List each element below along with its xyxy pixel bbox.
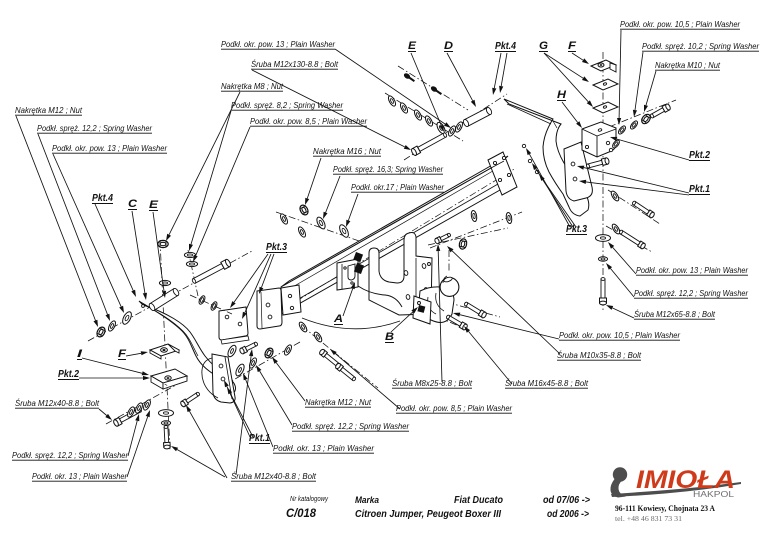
svg-text:Śruba M12x130-8.8 ; Bolt: Śruba M12x130-8.8 ; Bolt (251, 58, 339, 69)
svg-text:Śruba M10x35-8.8 ; Bolt: Śruba M10x35-8.8 ; Bolt (557, 349, 642, 360)
svg-text:E: E (149, 199, 159, 211)
svg-text:I: I (77, 348, 84, 360)
svg-text:IMIOŁA: IMIOŁA (636, 466, 735, 494)
svg-text:96-111 Kowiesy, Chojnata 23 A: 96-111 Kowiesy, Chojnata 23 A (615, 504, 715, 513)
svg-text:Podkł. okr. pow. 8,5 ; Plain W: Podkł. okr. pow. 8,5 ; Plain Washer (250, 116, 368, 126)
svg-text:Nakrętka M16 ; Nut: Nakrętka M16 ; Nut (313, 146, 382, 156)
svg-text:F: F (118, 348, 126, 360)
svg-text:Śruba M12x65-8.8 ; Bolt: Śruba M12x65-8.8 ; Bolt (634, 308, 716, 319)
svg-text:tel. +48 46 831 73 31: tel. +48 46 831 73 31 (615, 515, 682, 523)
svg-text:Podkł. spręż. 12,2 ; Spring Wa: Podkł. spręż. 12,2 ; Spring Washer (634, 288, 749, 298)
svg-text:Podkł. okr. pow. 8,5 ; Plain W: Podkł. okr. pow. 8,5 ; Plain Washer (396, 403, 513, 413)
svg-text:Podkł. spręż. 12,2 ; Spring Wa: Podkł. spręż. 12,2 ; Spring Washer (292, 421, 410, 431)
svg-text:Podkł. spręż. 12,2 ; Spring Wa: Podkł. spręż. 12,2 ; Spring Washer (12, 450, 129, 460)
svg-text:Nakrętka M12 ; Nut: Nakrętka M12 ; Nut (15, 105, 83, 115)
svg-text:C: C (128, 198, 138, 210)
svg-text:Podkł. spręż. 10,2 ; Spring Wa: Podkł. spręż. 10,2 ; Spring Washer (642, 41, 760, 51)
svg-text:Podkł. spręż. 16,3; Spring Was: Podkł. spręż. 16,3; Spring Washer (333, 164, 444, 174)
svg-text:Marka: Marka (355, 495, 379, 506)
svg-text:Nakrętka M10 ; Nut: Nakrętka M10 ; Nut (655, 60, 721, 70)
svg-text:Pkt.4: Pkt.4 (495, 40, 516, 52)
svg-text:H: H (557, 89, 567, 101)
svg-text:A: A (333, 313, 343, 325)
svg-text:od 07/06 ->: od 07/06 -> (543, 495, 590, 506)
svg-text:Nakrętka M12 ; Nut: Nakrętka M12 ; Nut (305, 397, 372, 407)
svg-text:Podkł. okr. pow. 10,5 ; Plain: Podkł. okr. pow. 10,5 ; Plain Washer (620, 19, 741, 29)
svg-text:HAKPOL: HAKPOL (693, 489, 734, 499)
svg-text:Podkł. spręż. 12,2 ; Spring Wa: Podkł. spręż. 12,2 ; Spring Washer (37, 123, 153, 133)
svg-text:G: G (539, 40, 548, 52)
svg-text:Fiat Ducato: Fiat Ducato (454, 495, 503, 506)
svg-text:Podkł. okr. 13 ; Plain Washer: Podkł. okr. 13 ; Plain Washer (32, 471, 128, 481)
svg-text:Podkł. okr. pow. 13 ; Plain Wa: Podkł. okr. pow. 13 ; Plain Washer (52, 143, 168, 153)
svg-text:Podkł. okr. 13 ; Plain Washer: Podkł. okr. 13 ; Plain Washer (273, 443, 375, 453)
svg-text:Nr katalogowy: Nr katalogowy (290, 496, 328, 503)
svg-text:Pkt.3: Pkt.3 (566, 223, 587, 235)
svg-text:Pkt.2: Pkt.2 (58, 368, 79, 380)
svg-text:Śruba M16x45-8.8 ; Bolt: Śruba M16x45-8.8 ; Bolt (505, 377, 589, 388)
svg-text:Podkł. okr. pow. 10,5 ; Plain: Podkł. okr. pow. 10,5 ; Plain Washer (559, 330, 681, 340)
svg-text:Podkł. okr.17 ; Plain Washer: Podkł. okr.17 ; Plain Washer (351, 182, 445, 192)
svg-text:Śruba M12x40-8.8 ; Bolt: Śruba M12x40-8.8 ; Bolt (231, 470, 317, 481)
svg-text:Pkt.1: Pkt.1 (689, 183, 710, 195)
svg-text:Podkł. spręż. 8,2 ; Spring Was: Podkł. spręż. 8,2 ; Spring Washer (231, 100, 344, 110)
svg-text:Pkt.3: Pkt.3 (266, 241, 287, 253)
svg-text:C/018: C/018 (286, 508, 317, 520)
svg-text:Śruba M12x40-8.8 ; Bolt: Śruba M12x40-8.8 ; Bolt (15, 397, 100, 408)
svg-text:od 2006 ->: od 2006 -> (547, 509, 589, 520)
svg-text:Nakrętka M8 ; Nut: Nakrętka M8 ; Nut (221, 81, 284, 91)
svg-text:Śruba M8x25-8.8 ; Bolt: Śruba M8x25-8.8 ; Bolt (392, 377, 473, 388)
svg-text:D: D (444, 40, 453, 52)
svg-text:Podkł. okr. pow. 13 ; Plain Wa: Podkł. okr. pow. 13 ; Plain Washer (221, 39, 336, 49)
svg-text:Podkł. okr. pow. 13 ; Plain Wa: Podkł. okr. pow. 13 ; Plain Washer (636, 265, 749, 275)
svg-text:Citroen Jumper, Peugeot Boxer: Citroen Jumper, Peugeot Boxer III (355, 509, 501, 520)
svg-text:F: F (568, 40, 576, 52)
svg-text:B: B (385, 331, 394, 343)
svg-text:Pkt.2: Pkt.2 (689, 149, 710, 161)
svg-text:Pkt.4: Pkt.4 (92, 192, 113, 204)
svg-text:E: E (408, 40, 417, 52)
svg-text:Pkt.1: Pkt.1 (249, 432, 270, 444)
